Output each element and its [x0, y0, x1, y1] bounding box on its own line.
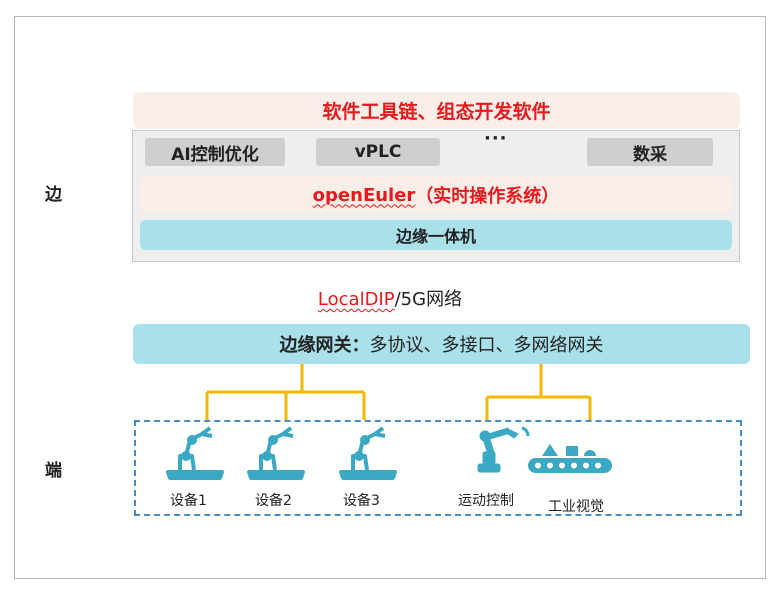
conveyor-vision-icon	[528, 444, 612, 473]
edge-label: 边	[45, 185, 62, 205]
os-description: （实时操作系统）	[415, 186, 560, 207]
industrial-robot-icon	[477, 426, 530, 473]
terminal-devices-box	[134, 420, 742, 516]
machine-vision-label: 工业视觉	[548, 499, 604, 515]
gateway-title: 边缘网关：	[279, 335, 370, 356]
device-1-label: 设备1	[170, 493, 207, 509]
network-label: LocalDIP/5G网络	[0, 285, 780, 311]
module-ai-control: AI控制优化	[145, 138, 285, 166]
toolchain-bar: 软件工具链、组态开发软件	[133, 92, 740, 129]
module-ellipsis: ···	[484, 128, 508, 149]
module-data-acquisition: 数采	[587, 138, 713, 166]
device-3-label: 设备3	[343, 493, 380, 509]
module-vplc: vPLC	[316, 138, 440, 166]
os-brand: openEuler	[312, 184, 416, 206]
edge-device-bar: 边缘一体机	[140, 220, 732, 250]
device-2-label: 设备2	[255, 493, 292, 509]
network-localdip: LocalDIP	[317, 289, 395, 310]
network-5g: /5G网络	[394, 289, 463, 310]
os-bar: openEuler（实时操作系统）	[140, 176, 732, 214]
motion-control-label: 运动控制	[458, 493, 514, 509]
gateway-description: 多协议、多接口、多网络网关	[369, 335, 604, 356]
robot-arm-icon	[247, 426, 305, 480]
edge-gateway-bar: 边缘网关：多协议、多接口、多网络网关	[133, 324, 750, 364]
robot-arm-icon	[166, 426, 224, 480]
robot-arm-icon	[339, 426, 397, 480]
terminal-label: 端	[45, 461, 62, 481]
